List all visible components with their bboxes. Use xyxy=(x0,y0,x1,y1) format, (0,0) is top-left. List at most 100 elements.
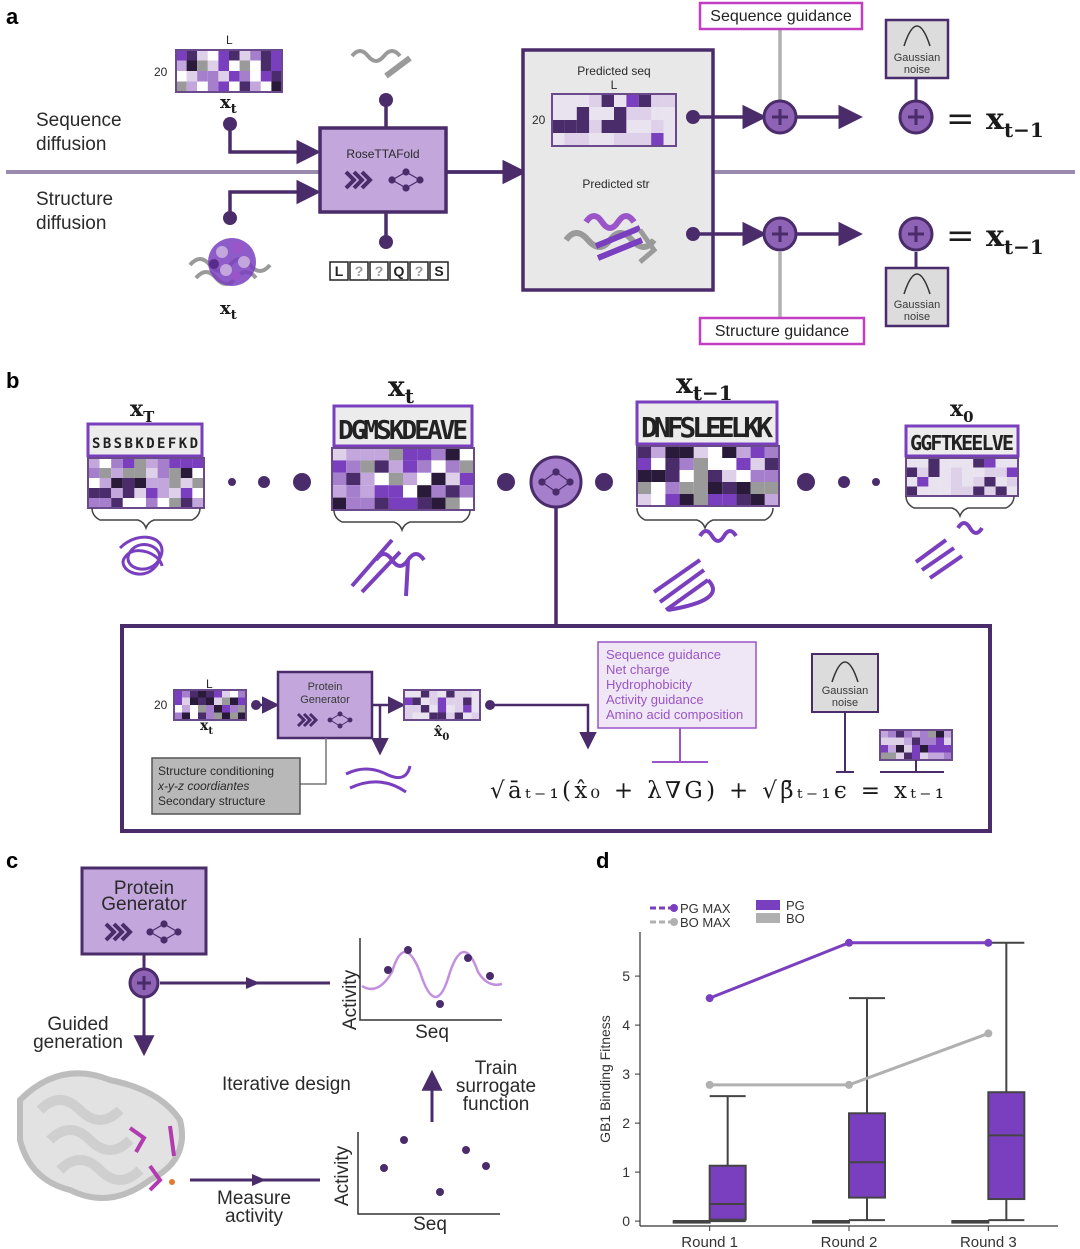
gaussian-noise-inner-1: Gaussian xyxy=(822,685,868,697)
matrix-cell xyxy=(638,120,652,133)
matrix-cell xyxy=(146,498,158,508)
matrix-cell xyxy=(445,472,460,486)
conditioning-connector xyxy=(300,738,327,785)
matrix-cell xyxy=(896,745,904,753)
matrix-cell xyxy=(360,472,375,486)
matrix-cell xyxy=(950,467,962,477)
ellipsis-dots-left xyxy=(228,473,311,491)
bracket-x0 xyxy=(905,495,1015,519)
matrix-cell xyxy=(445,448,460,461)
matrix-frame xyxy=(551,93,677,147)
matrix-cell xyxy=(176,50,187,61)
xt-minus-1-bottom: xt−1 xyxy=(986,219,1044,259)
matrix-cell xyxy=(412,697,421,705)
ellipsis-dots-right xyxy=(797,473,880,491)
prediction-box xyxy=(521,48,715,292)
matrix-cell xyxy=(995,458,1007,468)
matrix-cell xyxy=(206,690,214,698)
plus-circle-icon xyxy=(762,99,798,135)
equals-top: = xyxy=(946,99,975,139)
matrix-cell xyxy=(420,690,430,698)
train-surrogate-2: surrogate xyxy=(456,1076,536,1097)
structure-diffusion-label-2: diffusion xyxy=(36,213,106,234)
matrix-cell xyxy=(230,690,238,698)
xt-seq-label: xt xyxy=(220,92,237,117)
matrix-cell xyxy=(552,120,565,133)
matrix-cell xyxy=(260,50,272,61)
y-tick-label: 5 xyxy=(622,968,630,984)
matrix-cell xyxy=(122,478,135,488)
matrix-cell xyxy=(260,60,272,71)
gaussian-noise-label-top-1: Gaussian xyxy=(894,52,940,64)
matrix-frame xyxy=(331,447,475,511)
x0-hat-label: x̂0 xyxy=(434,724,449,743)
matrix-cell xyxy=(944,737,952,745)
matrix-frame xyxy=(403,689,481,721)
mask-token: ? xyxy=(355,263,364,279)
gaussian-curve-icon xyxy=(903,273,931,295)
matrix-cell xyxy=(198,712,206,720)
equals-bottom: = xyxy=(946,216,975,256)
matrix-cell xyxy=(431,460,446,473)
matrix-cell xyxy=(180,468,193,478)
gaussian-noise-label-bottom-2: noise xyxy=(904,311,930,323)
sequence-guidance-label: Sequence guidance xyxy=(710,8,852,25)
matrix-cell xyxy=(174,690,182,698)
matrix-cell xyxy=(917,486,929,496)
matrix-cell xyxy=(936,730,944,738)
chevrons-icon xyxy=(104,922,133,942)
xT-label: xT xyxy=(130,396,155,426)
matrix-cell xyxy=(906,458,918,468)
y-axis-label: GB1 Binding Fitness xyxy=(597,1015,613,1143)
matrix-cell xyxy=(417,472,432,486)
matrix-cell xyxy=(197,60,208,71)
matrix-cell xyxy=(182,712,190,720)
matrix-cell xyxy=(429,712,438,720)
pg-box xyxy=(987,1091,1026,1201)
matrix-cell xyxy=(665,482,680,494)
legend-label: PG xyxy=(786,898,805,913)
matrix-cell xyxy=(459,448,474,461)
matrix-cell xyxy=(88,498,100,508)
matrix-cell xyxy=(651,94,664,107)
structure-guidance-box xyxy=(698,316,866,346)
matrix-cell xyxy=(229,60,240,71)
y-tick-label: 0 xyxy=(622,1213,630,1229)
matrix-cell xyxy=(995,467,1007,477)
matrix-cell xyxy=(403,485,418,498)
xtm1-label: xt−1 xyxy=(676,367,733,405)
matrix-cell xyxy=(665,470,680,482)
matrix-cell xyxy=(928,458,940,468)
matrix-cell xyxy=(1006,458,1018,468)
matrix-cell xyxy=(176,81,187,92)
matrix-cell xyxy=(360,497,375,510)
matrix-cell xyxy=(431,472,446,486)
y-tick-label: 3 xyxy=(622,1066,630,1082)
matrix-cell xyxy=(708,494,723,506)
matrix-cell xyxy=(134,468,146,478)
train-surrogate-3: function xyxy=(463,1094,530,1115)
matrix-cell xyxy=(936,745,944,753)
matrix-cell xyxy=(214,690,222,698)
matrix-x0 xyxy=(905,457,1019,497)
matrix-cell xyxy=(198,690,206,698)
matrix-frame xyxy=(87,457,205,509)
matrix-frame xyxy=(175,49,283,93)
mask-token-box xyxy=(369,261,389,281)
matrix-cell xyxy=(403,460,418,473)
xt-str-label: xt xyxy=(220,298,237,323)
network-icon xyxy=(388,168,424,192)
logo-x0: GGFTKEELVE xyxy=(910,431,1014,455)
matrix-cell xyxy=(576,94,590,107)
matrix-cell xyxy=(950,458,962,468)
matrix-cell xyxy=(888,745,896,753)
matrix-cell xyxy=(99,498,112,508)
bo-max-point xyxy=(984,1029,993,1038)
y-tick-label: 4 xyxy=(622,1017,630,1033)
matrix-cell xyxy=(463,712,472,720)
matrix-cell xyxy=(157,498,170,508)
bo-max-point xyxy=(705,1080,714,1089)
matrix-cell xyxy=(601,94,614,107)
matrix-cell xyxy=(222,690,230,698)
matrix-cell xyxy=(601,133,614,146)
